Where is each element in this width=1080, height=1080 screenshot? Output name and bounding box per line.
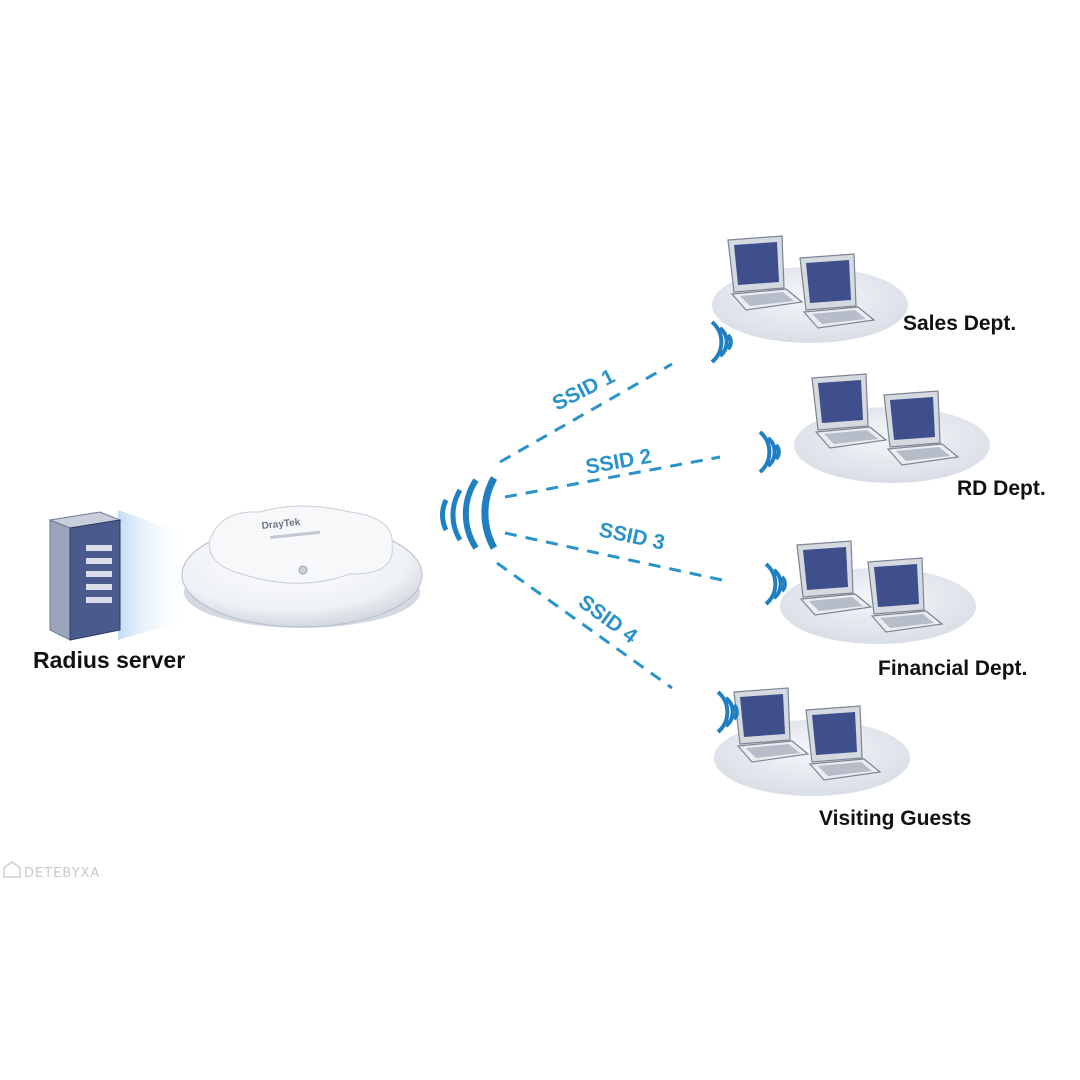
wifi-signal-icon	[716, 690, 739, 734]
ssid-label-4: SSID 4	[574, 590, 642, 648]
wifi-signal-icon	[764, 562, 787, 606]
ap-signal-icon	[440, 476, 498, 550]
radius-server: Radius server	[33, 510, 188, 673]
server-glow	[118, 510, 188, 640]
access-point: DrayTek	[181, 505, 423, 628]
watermark: DETEBYXA	[3, 861, 100, 881]
group-sales: Sales Dept.	[710, 235, 1016, 364]
watermark-text: DETEBYXA	[24, 866, 100, 881]
wifi-signal-icon	[758, 430, 781, 474]
group-label-rd: RD Dept.	[957, 477, 1046, 500]
group-guests: Visiting Guests	[714, 687, 972, 830]
ssid-label-1: SSID 1	[549, 365, 619, 416]
group-label-sales: Sales Dept.	[903, 312, 1016, 335]
group-rd: RD Dept.	[758, 373, 1046, 500]
link-ssid-3	[504, 531, 723, 582]
ssid-label-3: SSID 3	[597, 518, 667, 554]
server-icon	[48, 511, 122, 641]
group-label-financial: Financial Dept.	[878, 657, 1027, 680]
group-label-guests: Visiting Guests	[819, 807, 972, 830]
ssid-label-2: SSID 2	[584, 445, 654, 479]
link-ssid-4	[496, 561, 673, 690]
link-ssid-2	[504, 455, 721, 499]
wifi-signal-icon	[710, 320, 733, 364]
access-point-brand: DrayTek	[261, 517, 301, 532]
group-financial: Financial Dept.	[764, 540, 1027, 680]
server-label: Radius server	[33, 647, 185, 673]
link-ssid-1	[499, 362, 673, 464]
links	[496, 362, 723, 690]
